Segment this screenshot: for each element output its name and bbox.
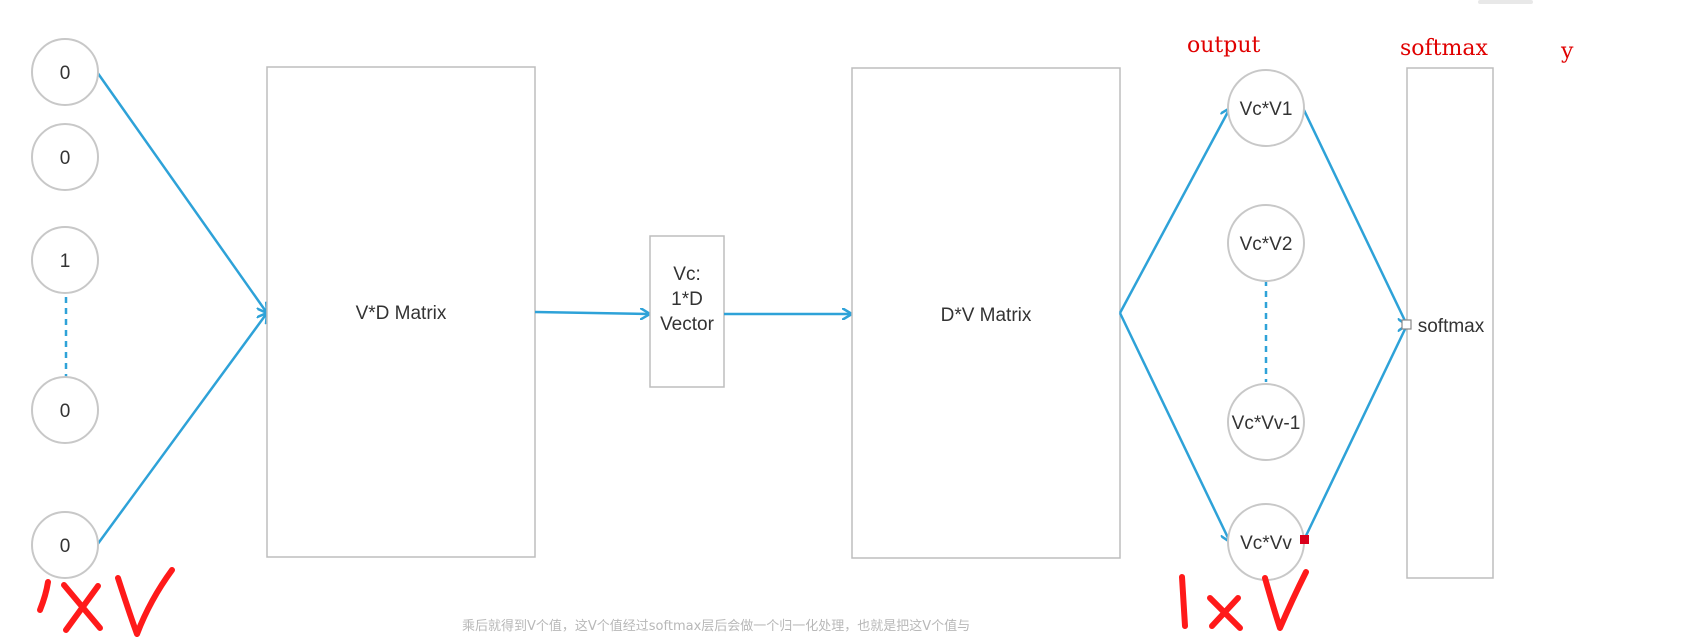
connection-handle: [1401, 319, 1412, 330]
input-node: 0: [31, 511, 99, 579]
output-node: Vc*Vv: [1227, 503, 1305, 581]
dv-matrix: D*V Matrix: [851, 67, 1121, 559]
output-node-label: Vc*Vv: [1240, 533, 1292, 554]
softmax-header: softmax: [1400, 36, 1488, 61]
output-node: Vc*V2: [1227, 204, 1305, 282]
vd-matrix-label: V*D Matrix: [356, 303, 447, 324]
edge-input-bottom: [95, 313, 267, 546]
input-node: 0: [31, 123, 99, 191]
input-node-value: 0: [60, 148, 71, 169]
output-node: Vc*V1: [1227, 69, 1305, 147]
input-node: 0: [31, 376, 99, 444]
edge-vd-to-vector: [534, 312, 650, 314]
vector-label-line: Vc:: [673, 264, 700, 285]
handwritten-1xv-right: [1179, 569, 1309, 631]
top-edge-artifact: [1478, 0, 1533, 4]
softmax-box-label: softmax: [1418, 316, 1485, 337]
input-node-value: 0: [60, 536, 71, 557]
vd-matrix: V*D Matrix: [266, 66, 536, 558]
vector-label-line: 1*D: [671, 289, 703, 310]
y-header: y: [1560, 39, 1574, 64]
input-node-value: 0: [60, 63, 71, 84]
input-node: 1: [31, 226, 99, 294]
red-selection-handle: [1300, 535, 1309, 544]
handwritten-1xv-left: [37, 567, 175, 637]
input-node-value: 1: [60, 251, 71, 272]
edge-dv-to-v1: [1118, 108, 1230, 314]
output-node: Vc*Vv-1: [1227, 383, 1305, 461]
input-node: 0: [31, 38, 99, 106]
edge-dv-to-vv: [1118, 312, 1230, 542]
output-node-label: Vc*Vv-1: [1232, 413, 1301, 434]
vector-box: Vc: 1*D Vector: [649, 235, 725, 388]
background-caption: 乘后就得到V个值，这V个值经过softmax层后会做一个归一化处理，也就是把这V…: [462, 618, 970, 634]
edge-vv-to-softmax: [1301, 325, 1407, 543]
edge-v1-to-softmax: [1301, 107, 1407, 325]
edge-input-top: [95, 71, 267, 313]
vector-label-line: Vector: [660, 314, 715, 335]
input-node-value: 0: [60, 401, 71, 422]
softmax-box: softmax: [1401, 67, 1494, 579]
dv-matrix-label: D*V Matrix: [941, 305, 1032, 326]
output-header: output: [1187, 33, 1261, 58]
output-node-label: Vc*V2: [1240, 234, 1293, 255]
output-node-label: Vc*V1: [1240, 99, 1293, 120]
